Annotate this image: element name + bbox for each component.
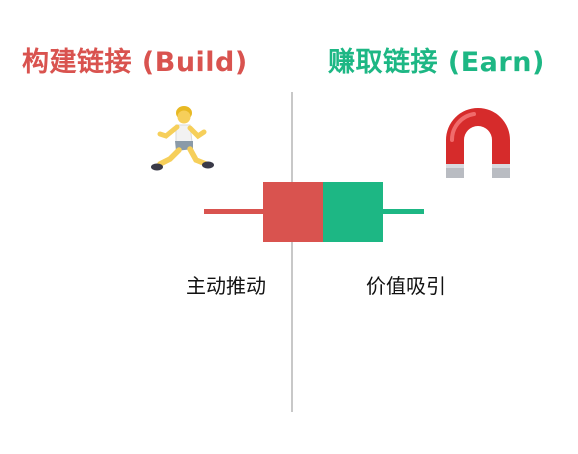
earn-box: [323, 182, 383, 242]
build-whisker-line: [204, 209, 264, 214]
value-attraction-label: 价值吸引: [366, 274, 446, 298]
build-box: [263, 182, 323, 242]
active-push-label: 主动推动: [186, 274, 266, 298]
earn-whisker-line: [382, 209, 424, 214]
runner-icon: [151, 106, 214, 171]
build-links-title: 构建链接 (Build): [22, 47, 248, 78]
magnet-icon: [446, 108, 510, 178]
center-divider: [291, 92, 293, 412]
earn-links-title: 赚取链接 (Earn): [328, 47, 545, 78]
